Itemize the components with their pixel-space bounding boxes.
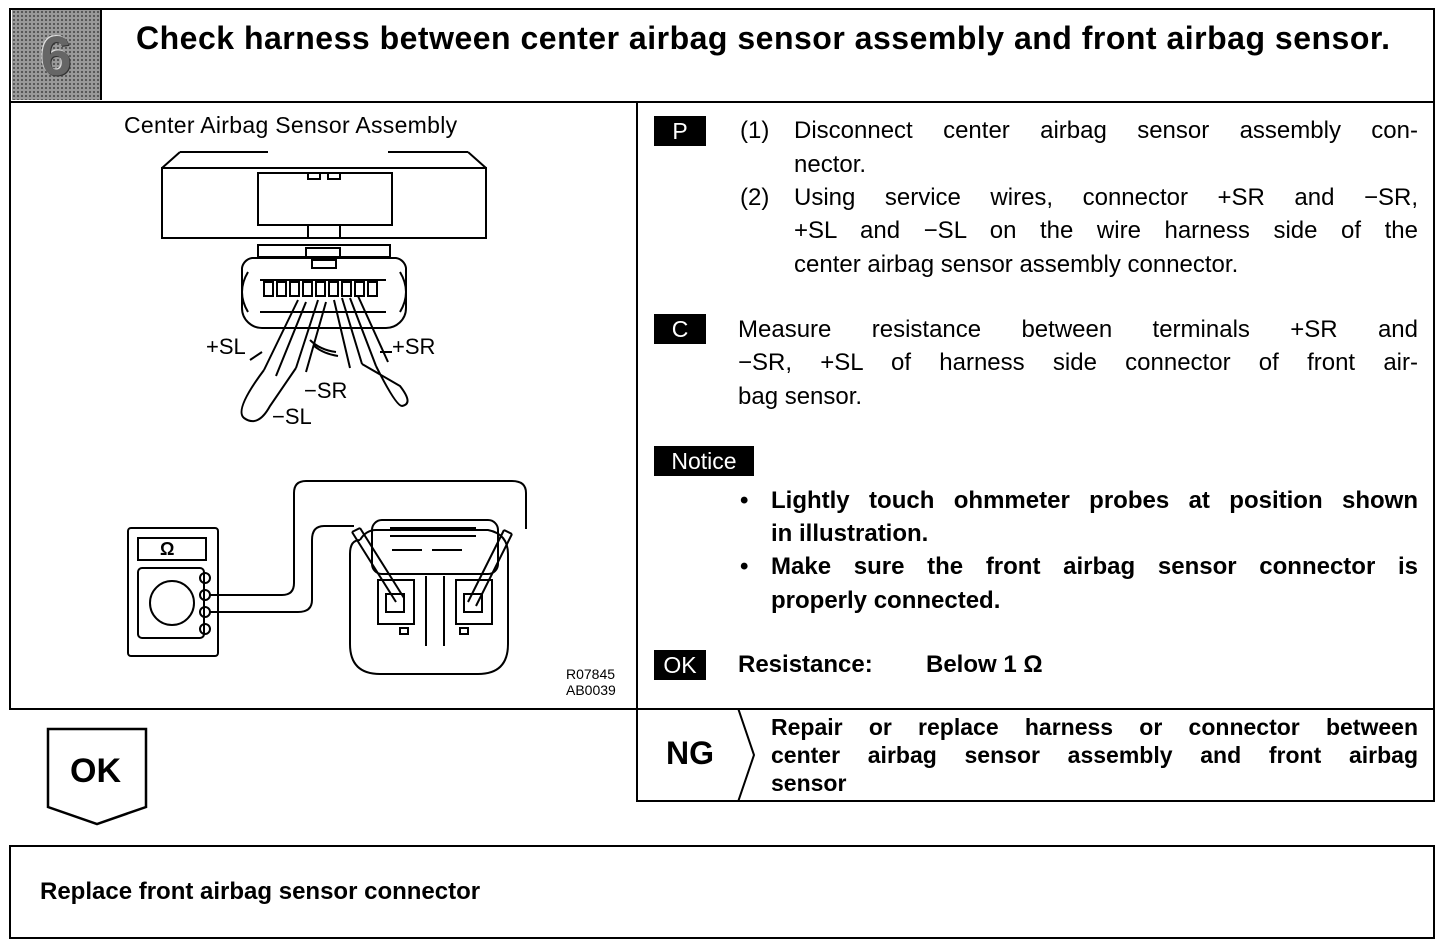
label-plus-sr: +SR — [392, 334, 436, 359]
prepare-step-1-num: (1) — [740, 117, 770, 144]
check-tag: C — [654, 314, 706, 344]
notice-bullet-1-line-1: Lightly touch ohmmeter probes at positio… — [771, 487, 1418, 514]
prepare-step-2-num: (2) — [740, 184, 770, 211]
result-box — [9, 845, 1435, 939]
result-text: Replace front airbag sensor connector — [40, 878, 481, 905]
connector-illustration — [161, 151, 487, 422]
ng-line-1: Repair or replace harness or connector b… — [771, 714, 1418, 740]
ohm-symbol: Ω — [160, 539, 175, 559]
prepare-step-2-line-3: center airbag sensor assembly connector. — [794, 251, 1239, 278]
check-line-1: Measure resistance between terminals +SR… — [738, 316, 1418, 343]
ng-arrow-divider — [737, 708, 756, 802]
ohmmeter-illustration — [127, 480, 527, 675]
label-plus-sl: +SL — [206, 334, 246, 359]
ng-box — [636, 708, 1435, 802]
check-line-3: bag sensor. — [738, 383, 863, 410]
prepare-step-1-line-1: Disconnect center airbag sensor assembly… — [794, 117, 1418, 144]
figure-code-1: R07845 — [566, 666, 616, 682]
ok-resistance-label: Resistance: — [738, 651, 873, 678]
label-minus-sr: −SR — [304, 378, 348, 403]
figure-title: Center Airbag Sensor Assembly — [124, 112, 458, 138]
column-divider — [636, 101, 638, 801]
figure-code-2: AB0039 — [566, 682, 616, 698]
prepare-step-2-line-1: Using service wires, connector +SR and −… — [794, 184, 1418, 211]
check-line-2: −SR, +SL of harness side connector of fr… — [738, 349, 1418, 376]
notice-tag: Notice — [654, 446, 754, 476]
ng-line-3: sensor — [771, 770, 847, 796]
notice-bullet-2-dot: • — [740, 553, 749, 580]
notice-bullet-2-line-1: Make sure the front airbag sensor connec… — [771, 553, 1418, 580]
prepare-step-2-line-2: +SL and −SL on the wire harness side of … — [794, 217, 1418, 244]
notice-bullet-2-line-2: properly connected. — [771, 587, 1001, 614]
prepare-step-1-line-2: nector. — [794, 151, 867, 178]
ok-resistance-value: Below 1 Ω — [926, 651, 1043, 678]
label-minus-sl: −SL — [272, 404, 312, 429]
ok-flow-label: OK — [70, 752, 121, 790]
step-title: Check harness between center airbag sens… — [136, 20, 1391, 56]
prepare-tag: P — [654, 116, 706, 146]
ng-label: NG — [666, 735, 714, 771]
ng-line-2: center airbag sensor assembly and front … — [771, 742, 1418, 768]
ok-flow-arrow — [46, 727, 148, 826]
step-number: 6 — [12, 10, 102, 100]
notice-bullet-1-line-2: in illustration. — [771, 520, 929, 547]
notice-bullet-1-dot: • — [740, 487, 749, 514]
ok-tag: OK — [654, 650, 706, 680]
